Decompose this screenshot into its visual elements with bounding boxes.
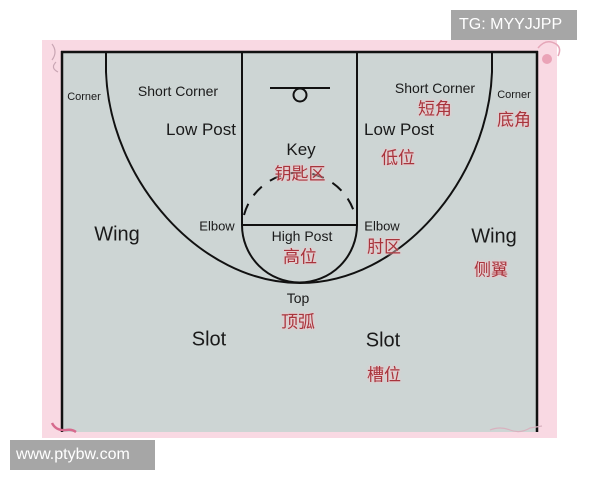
label-wing-right-zh: 侧翼	[474, 260, 508, 281]
label-short-corner-left: Short Corner	[137, 83, 219, 99]
ornament-bottom-right-icon	[489, 425, 543, 433]
label-wing-right: Wing	[471, 225, 517, 248]
label-slot-left: Slot	[191, 328, 227, 351]
ornament-top-left-icon	[51, 43, 59, 73]
heart-ornament-icon	[542, 54, 552, 64]
label-elbow-right-zh: 肘区	[367, 237, 401, 258]
label-key: Key	[286, 140, 316, 159]
label-elbow-left: Elbow	[199, 218, 235, 234]
label-top: Top	[286, 290, 310, 306]
court-floor	[62, 52, 537, 432]
label-low-post-right: Low Post	[364, 120, 434, 139]
rim	[292, 87, 308, 103]
label-slot-right: Slot	[365, 329, 401, 352]
label-corner-right-zh: 底角	[497, 110, 531, 131]
label-short-corner-right-zh: 短角	[418, 99, 452, 120]
label-short-corner-right: Short Corner	[394, 80, 476, 96]
label-high-post: High Post	[271, 228, 333, 244]
watermark-bottom-left: www.ptybw.com	[10, 440, 155, 470]
label-key-zh: 钥匙区	[274, 164, 326, 185]
label-low-post-left: Low Post	[166, 120, 236, 139]
free-throw-circle-lower	[241, 224, 358, 284]
label-slot-right-zh: 槽位	[367, 365, 401, 386]
label-wing-left: Wing	[94, 223, 140, 246]
free-throw-circle-upper-dashed	[243, 171, 356, 216]
label-elbow-right: Elbow	[364, 218, 400, 234]
label-high-post-zh: 高位	[283, 247, 317, 268]
label-corner-left: Corner	[67, 91, 101, 103]
ornament-bottom-left-icon	[50, 422, 77, 434]
watermark-top-right: TG: MYYJJPP	[451, 10, 577, 40]
label-low-post-right-zh: 低位	[381, 148, 415, 169]
ornament-top-right-icon	[537, 41, 561, 57]
label-corner-right: Corner	[497, 89, 531, 101]
label-top-zh: 顶弧	[281, 312, 315, 333]
